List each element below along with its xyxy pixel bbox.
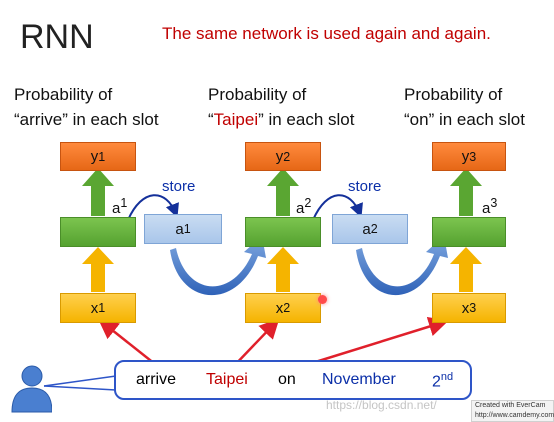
watermark-url: https://blog.csdn.net/ bbox=[326, 398, 437, 412]
word-arrive: arrive bbox=[136, 371, 177, 388]
hidden-label-a1: a1 bbox=[112, 196, 128, 217]
memory-curve-arrow-2 bbox=[356, 236, 448, 296]
hidden-layer-box-2 bbox=[245, 217, 321, 247]
store-arrow-1 bbox=[127, 194, 179, 221]
word-on: on bbox=[278, 371, 296, 388]
hidden-label-a2: a2 bbox=[296, 196, 312, 217]
user-icon bbox=[11, 365, 52, 413]
memory-curve-arrow-1 bbox=[170, 236, 266, 296]
caption-2-line2: “Taipei” in each slot bbox=[208, 110, 355, 129]
store-label-1: store bbox=[162, 178, 196, 195]
yellow-up-arrow-1 bbox=[82, 247, 114, 292]
caption-3-line2: “on” in each slot bbox=[404, 110, 525, 129]
store-label-2: store bbox=[348, 178, 382, 195]
hidden-layer-box-1 bbox=[60, 217, 136, 247]
word-2nd: 2nd bbox=[432, 371, 454, 391]
yellow-up-arrow-2 bbox=[267, 247, 299, 292]
pointer-line-2 bbox=[43, 385, 117, 391]
caption-1: Probability of “arrive” in each slot bbox=[14, 82, 159, 132]
green-up-arrow-3 bbox=[450, 168, 482, 216]
slide-title: RNN bbox=[20, 18, 94, 56]
caption-3-line1: Probability of bbox=[404, 85, 503, 104]
caption-1-line1: Probability of bbox=[14, 85, 113, 104]
hidden-label-a3: a3 bbox=[482, 196, 498, 217]
caption-2-line1: Probability of bbox=[208, 85, 307, 104]
caption-3: Probability of “on” in each slot bbox=[404, 82, 525, 132]
green-up-arrow-1 bbox=[82, 168, 114, 216]
yellow-up-arrow-3 bbox=[450, 247, 482, 292]
sentence-box bbox=[114, 360, 472, 400]
evercam-badge: Created with EverCam http://www.camdemy.… bbox=[471, 400, 554, 422]
pointer-dot bbox=[318, 295, 327, 304]
pointer-line-1 bbox=[43, 375, 117, 387]
word-november: November bbox=[322, 371, 396, 388]
caption-2: Probability of “Taipei” in each slot bbox=[208, 82, 354, 132]
store-arrow-2 bbox=[312, 194, 363, 221]
hidden-layer-box-3 bbox=[432, 217, 506, 247]
slide-subtitle: The same network is used again and again… bbox=[162, 24, 491, 43]
word-taipei: Taipei bbox=[206, 371, 248, 388]
green-up-arrow-2 bbox=[267, 168, 299, 216]
caption-1-line2: “arrive” in each slot bbox=[14, 110, 159, 129]
